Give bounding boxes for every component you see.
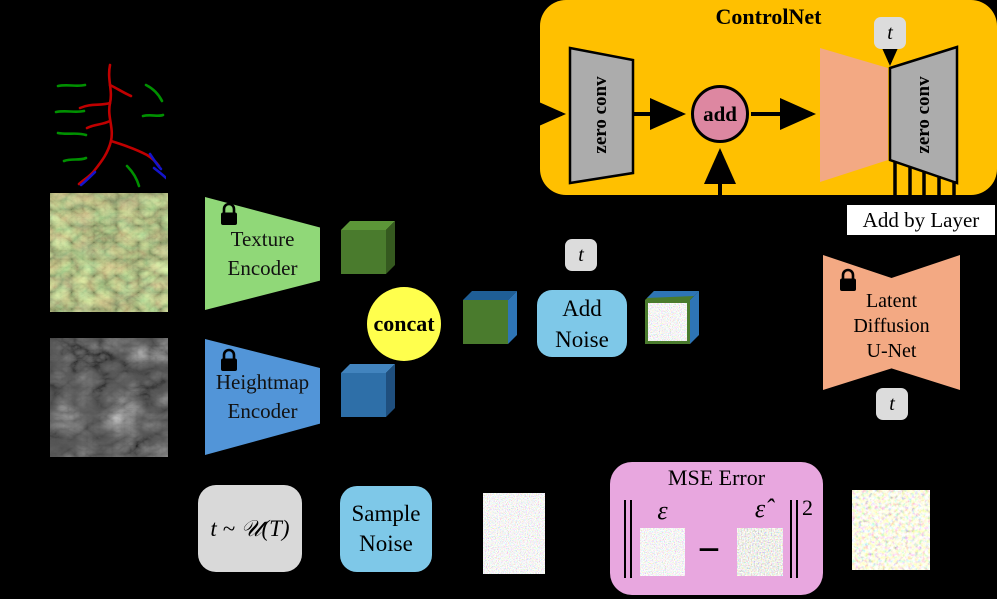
texture-encoder-label-line1: Texture xyxy=(230,226,295,251)
controlnet-internals: zero conv zero conv xyxy=(540,30,959,195)
timestep-box-unet: t xyxy=(876,388,908,420)
sample-noise-label-line2: Noise xyxy=(359,531,413,556)
heightmap-encoder-label-line1: Heightmap xyxy=(215,370,310,394)
left-norm-bars-icon xyxy=(624,500,632,578)
unet-label-line3: U-Net xyxy=(866,340,917,362)
sample-noise-block: Sample Noise xyxy=(340,486,432,572)
sample-noise-label-line1: Sample xyxy=(351,501,421,526)
zero-conv-left-block xyxy=(568,46,635,185)
epsilon-hat-label: ε̂ xyxy=(754,494,766,523)
concat-node: concat xyxy=(367,287,441,361)
controlnet-arrows xyxy=(540,30,906,195)
mse-title: MSE Error xyxy=(667,465,766,490)
noised-latent-cube xyxy=(645,291,699,344)
timestep-box-mid: t xyxy=(565,239,597,271)
minus-sign: − xyxy=(697,527,721,572)
add-noise-label-line2: Noise xyxy=(555,326,609,352)
controlnet-encoder-trapezoid xyxy=(820,48,888,182)
predicted-noise-image xyxy=(737,528,783,576)
add-by-layer-box: Add by Layer xyxy=(845,203,997,237)
add-noise-label-line1: Add xyxy=(562,295,602,321)
river-lines xyxy=(54,63,166,188)
lock-icon xyxy=(840,268,856,291)
timestep-label: t xyxy=(887,21,893,44)
right-norm-bars-icon xyxy=(790,500,798,578)
texture-encoder-label-line2: Encoder xyxy=(227,255,298,280)
timestep-label: t xyxy=(889,392,895,415)
add-noise-block: Add Noise xyxy=(537,290,627,357)
layer-output-lines xyxy=(893,162,956,195)
river-sketch-image xyxy=(50,55,166,190)
heightmap-input-image xyxy=(50,338,168,457)
texture-input-image xyxy=(50,193,168,312)
add-label: add xyxy=(703,101,737,126)
heightmap-latent-cube xyxy=(341,364,395,417)
texture-latent-cube xyxy=(341,221,395,274)
latent-diffusion-unet-block: Latent Diffusion U-Net xyxy=(823,255,960,390)
zero-conv-left-label: zero conv xyxy=(590,76,611,154)
epsilon-label: ε xyxy=(657,496,668,525)
timestep-box-controlnet: t xyxy=(874,17,906,49)
zero-conv-right-block xyxy=(888,45,959,185)
lock-icon xyxy=(221,348,237,371)
timestep-sampler-box: t ~ 𝒰(T) xyxy=(198,485,302,572)
sampled-noise-image xyxy=(483,493,545,574)
lock-icon xyxy=(221,202,237,225)
timestep-label: t xyxy=(578,243,584,266)
timestep-distribution-label: t ~ 𝒰(T) xyxy=(210,515,290,541)
heightmap-encoder-label-line2: Encoder xyxy=(227,399,298,423)
concat-label: concat xyxy=(373,311,435,336)
unet-predicted-noise-image xyxy=(852,490,930,570)
add-node: add xyxy=(691,85,749,143)
controlnet-title: ControlNet xyxy=(715,4,822,29)
squared-exponent: 2 xyxy=(802,495,813,520)
concat-latent-cube xyxy=(463,291,517,344)
unet-label-line2: Diffusion xyxy=(853,315,930,337)
zero-conv-right-label: zero conv xyxy=(913,76,934,154)
epsilon-noise-image xyxy=(640,528,685,576)
add-by-layer-label: Add by Layer xyxy=(862,207,980,232)
unet-label-line1: Latent xyxy=(865,290,918,312)
